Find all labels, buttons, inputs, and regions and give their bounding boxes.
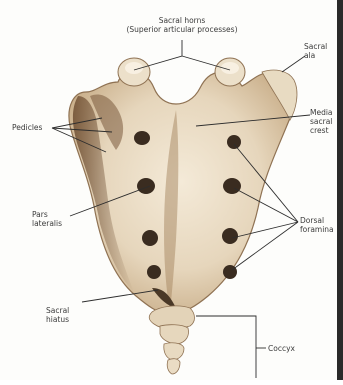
label-pars-lateralis: Pars lateralis	[32, 210, 62, 228]
label-coccyx: Coccyx	[268, 344, 295, 353]
label-sacral-hiatus-line1: Sacral	[46, 306, 69, 315]
label-dorsal-foramina-line2: foramina	[300, 225, 334, 234]
right-frame-edge	[337, 0, 343, 380]
label-sacral-horns: Sacral horns (Superior articular process…	[130, 16, 234, 34]
label-median-crest-line1: Media	[310, 108, 333, 117]
label-sacral-ala-line1: Sacral	[304, 42, 327, 51]
dorsal-foramen-l4	[147, 265, 161, 279]
label-dorsal-foramina-line1: Dorsal	[300, 216, 334, 225]
label-coccyx-text: Coccyx	[268, 344, 295, 353]
label-pedicles: Pedicles	[12, 123, 42, 132]
leader-sacral-ala	[282, 56, 305, 72]
dorsal-foramen-r4	[223, 265, 237, 279]
label-median-crest-line2: sacral	[310, 117, 333, 126]
coccyx-shape	[149, 306, 194, 374]
dorsal-foramen-r1	[227, 135, 241, 149]
sacrum-figure: Sacral horns (Superior articular process…	[0, 0, 337, 380]
dorsal-foramen-l3	[142, 230, 158, 246]
label-pars-lateralis-line1: Pars	[32, 210, 62, 219]
label-sacral-hiatus-line2: hiatus	[46, 315, 69, 324]
label-dorsal-foramina: Dorsal foramina	[300, 216, 334, 234]
label-sacral-horns-line1: Sacral horns	[130, 16, 234, 25]
dorsal-foramen-r2	[223, 178, 241, 194]
label-median-crest: Media sacral crest	[310, 108, 333, 135]
label-sacral-hiatus: Sacral hiatus	[46, 306, 69, 324]
label-median-crest-line3: crest	[310, 126, 333, 135]
dorsal-foramen-l1	[134, 131, 150, 145]
dorsal-foramen-r3	[222, 228, 238, 244]
label-pedicles-text: Pedicles	[12, 123, 42, 132]
leader-coccyx-bracket	[196, 316, 256, 378]
label-sacral-ala: Sacral ala	[304, 42, 327, 60]
label-sacral-horns-line2: (Superior articular processes)	[106, 25, 258, 34]
label-pars-lateralis-line2: lateralis	[32, 219, 62, 228]
label-sacral-ala-line2: ala	[304, 51, 327, 60]
dorsal-foramen-l2	[137, 178, 155, 194]
